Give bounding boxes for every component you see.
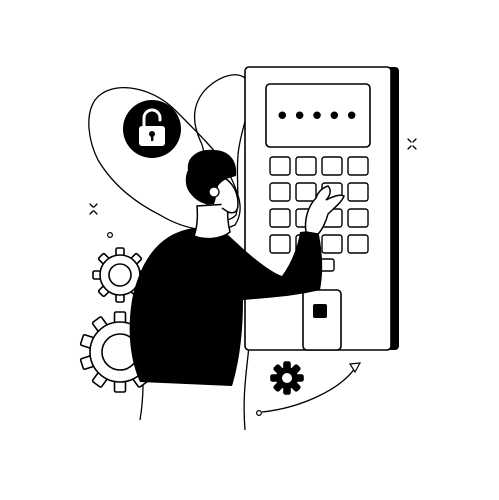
keypad-key[interactable] [347,182,369,202]
arrow-tail-dot [256,410,263,417]
person-hand [304,185,345,235]
keypad-key[interactable] [347,156,369,176]
arrow-icon-head [348,362,362,374]
person [129,149,345,386]
decor-dot [106,232,113,239]
pin-display [265,83,371,148]
pin-mask: ••••• [275,102,362,132]
person-ear [208,186,220,198]
keypad-key[interactable] [269,208,291,228]
card-reader-sensor [313,304,327,318]
person-torso [129,226,323,386]
card-reader [302,289,342,351]
keypad-key[interactable] [269,182,291,202]
keypad-key[interactable] [295,182,317,202]
keypad-key[interactable] [347,234,369,254]
keypad-key[interactable] [347,208,369,228]
person-face [217,175,239,214]
keypad-key[interactable] [295,156,317,176]
keypad-key[interactable] [269,234,291,254]
gear-icon-small [270,361,304,395]
sparkle-icon-right [407,138,417,150]
padlock-unlocked-icon [123,100,181,158]
person-hair [185,149,237,205]
keypad-key[interactable] [321,156,343,176]
sparkle-icon-left [89,203,98,215]
person-neck [193,203,231,240]
keypad-key[interactable] [269,156,291,176]
keypad-key[interactable] [321,234,343,254]
arrow-icon-curve [261,367,356,413]
background-wave-left [88,87,241,231]
